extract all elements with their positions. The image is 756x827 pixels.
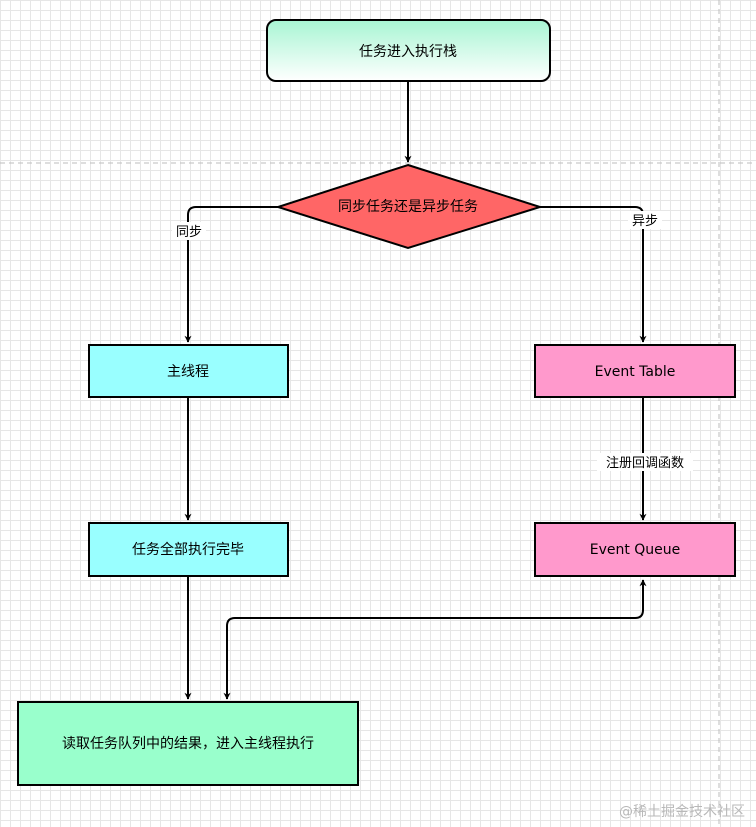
edge-queue-read-loop <box>223 579 647 700</box>
edge-sync <box>184 206 278 343</box>
node-decision-diamond <box>274 163 544 250</box>
edge-async <box>540 206 647 343</box>
node-main-thread-box <box>88 344 289 398</box>
node-event-table-label: Event Table <box>595 364 676 380</box>
edge-label-register-callback: 注册回调函数 <box>606 456 684 471</box>
watermark: @稀土掘金技术社区 <box>619 804 745 820</box>
edge-label-async-bg <box>628 211 662 229</box>
node-main-thread-label: 主线程 <box>167 364 209 380</box>
node-decision-label: 同步任务还是异步任务 <box>338 199 478 215</box>
node-event-table-box <box>534 344 736 398</box>
node-decision[interactable]: 同步任务还是异步任务 <box>274 163 544 250</box>
node-event-table[interactable]: Event Table <box>534 344 736 398</box>
node-event-queue-label: Event Queue <box>590 542 681 558</box>
node-read-queue-label: 读取任务队列中的结果，进入主线程执行 <box>62 735 314 752</box>
edge-label-async: 异步 <box>632 214 658 229</box>
node-tasks-done-label: 任务全部执行完毕 <box>132 541 244 558</box>
edge-label-register-bg <box>597 453 693 471</box>
node-start-label: 任务进入执行栈 <box>359 44 457 60</box>
edge-label-sync-bg <box>172 222 206 240</box>
node-start-box <box>266 19 551 82</box>
node-event-queue-box <box>534 522 736 577</box>
node-tasks-done[interactable]: 任务全部执行完毕 <box>88 522 289 577</box>
node-event-queue[interactable]: Event Queue <box>534 522 736 577</box>
node-main-thread[interactable]: 主线程 <box>88 344 289 398</box>
edge-label-sync: 同步 <box>176 225 202 240</box>
node-start[interactable]: 任务进入执行栈 <box>266 19 551 82</box>
node-tasks-done-box <box>88 522 289 577</box>
node-read-queue[interactable]: 读取任务队列中的结果，进入主线程执行 <box>17 701 359 786</box>
node-read-queue-box <box>17 701 359 786</box>
